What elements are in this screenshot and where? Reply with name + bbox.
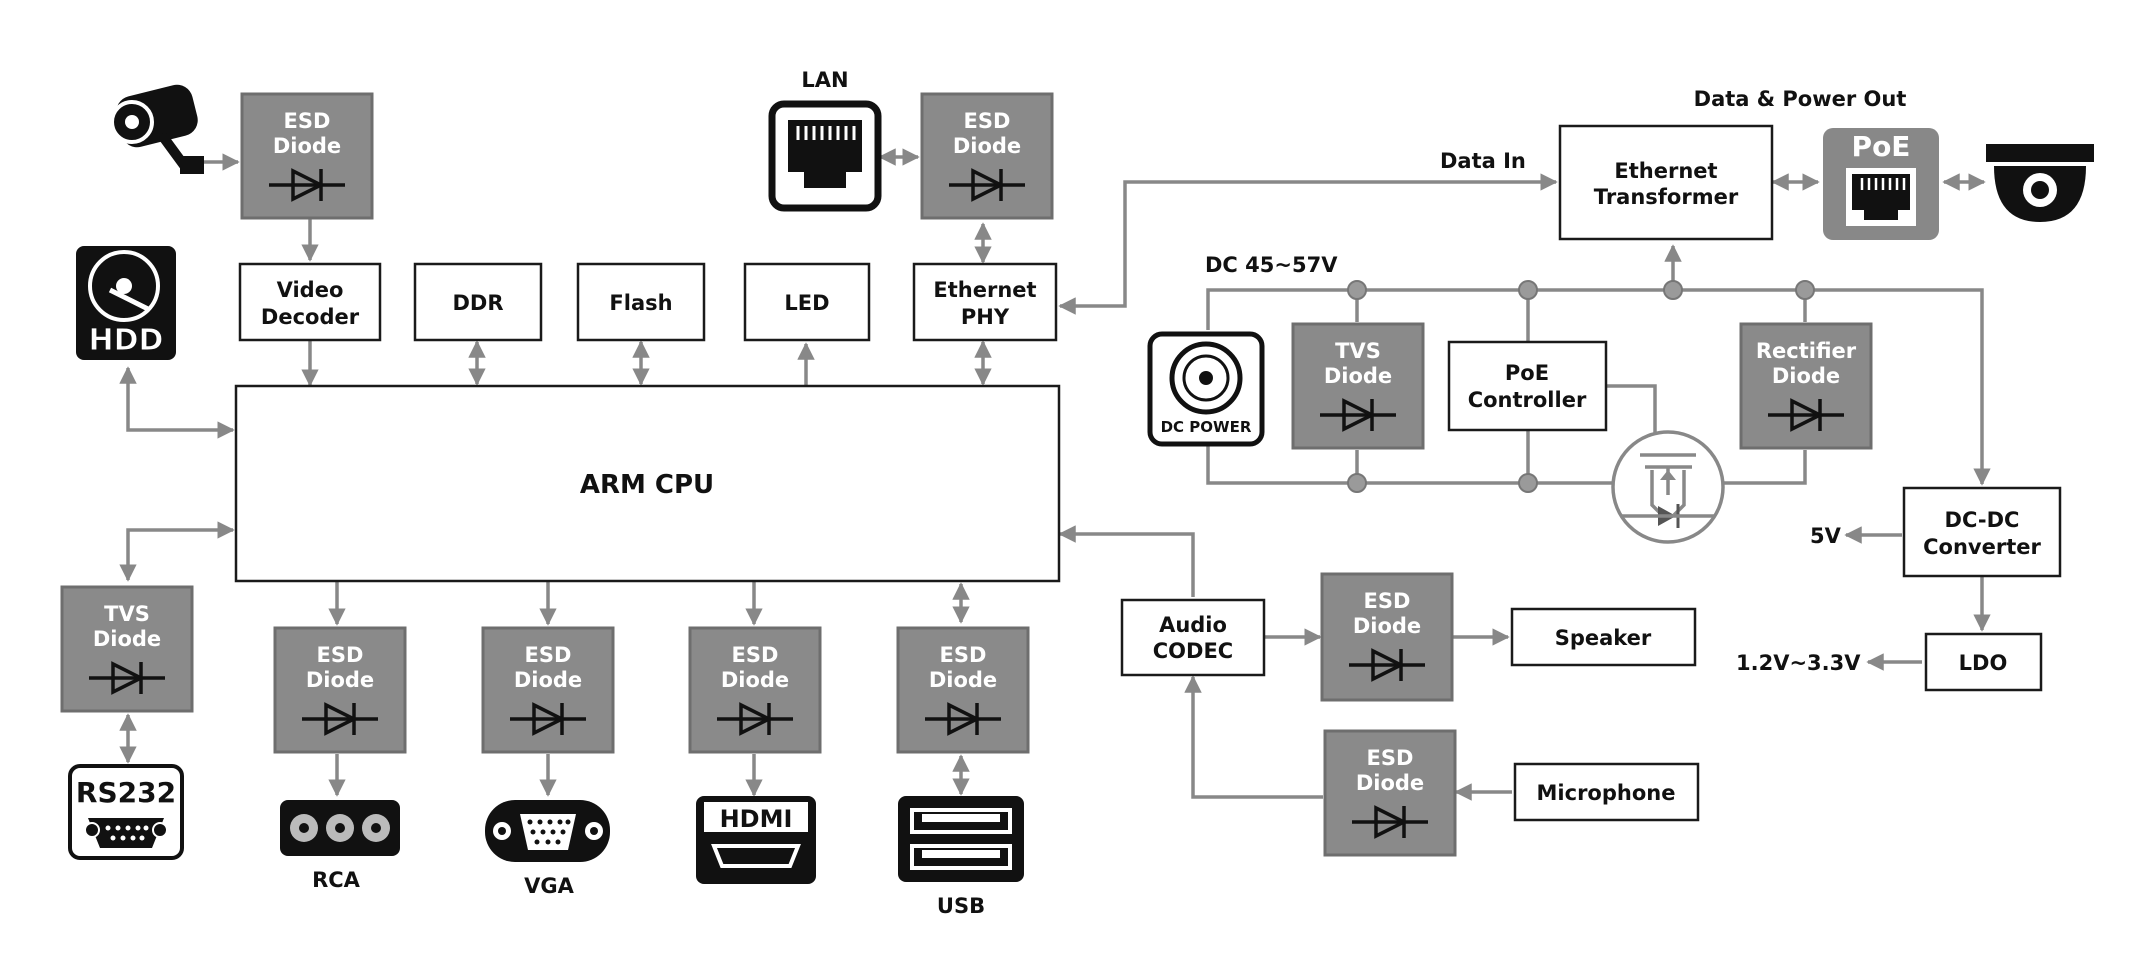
svg-text:Speaker: Speaker (1555, 626, 1652, 650)
svg-text:HDD: HDD (89, 323, 164, 358)
svg-text:ESD: ESD (1364, 589, 1411, 613)
dcdc-converter-block: DC-DC Converter (1902, 486, 2062, 578)
audio-codec-block: Audio CODEC (1120, 598, 1266, 677)
vga-label: VGA (524, 874, 574, 898)
arm-cpu-block: ARM CPU (234, 384, 1061, 583)
svg-text:Ethernet: Ethernet (1614, 159, 1717, 183)
poe-port-icon: PoE (1823, 128, 1939, 240)
esd-diode-hdmi: ESD Diode (688, 626, 822, 754)
svg-text:ESD: ESD (317, 643, 364, 667)
svg-text:Controller: Controller (1468, 388, 1587, 412)
microphone-block: Microphone (1513, 762, 1700, 822)
v5-label: 5V (1810, 524, 1842, 548)
svg-text:TVS: TVS (104, 602, 150, 626)
esd-diode-rca: ESD Diode (273, 626, 407, 754)
ethernet-transformer-block: Ethernet Transformer (1558, 124, 1774, 241)
svg-text:CODEC: CODEC (1153, 639, 1233, 663)
svg-text:Diode: Diode (953, 134, 1021, 158)
led-block: LED (743, 262, 871, 342)
ethernet-phy-block: Ethernet PHY (912, 262, 1058, 342)
rectifier-diode: Rectifier Diode (1739, 322, 1873, 450)
svg-text:Diode: Diode (93, 627, 161, 651)
wires (119, 148, 1991, 801)
svg-text:PoE: PoE (1505, 361, 1549, 385)
dome-camera-icon (1986, 144, 2094, 222)
svg-text:Transformer: Transformer (1594, 185, 1739, 209)
esd-diode-speaker: ESD Diode (1320, 572, 1454, 702)
svg-text:PHY: PHY (961, 305, 1010, 329)
svg-text:Microphone: Microphone (1537, 781, 1676, 805)
svg-text:Diode: Diode (1324, 364, 1392, 388)
svg-text:ESD: ESD (525, 643, 572, 667)
dc-power-icon: DC POWER (1147, 331, 1265, 447)
rca-label: RCA (312, 868, 361, 892)
svg-text:Diode: Diode (1356, 771, 1424, 795)
svg-text:Diode: Diode (1772, 364, 1840, 388)
usb-connector-icon (898, 796, 1024, 882)
svg-text:TVS: TVS (1335, 339, 1381, 363)
svg-text:Diode: Diode (929, 668, 997, 692)
ddr-block: DDR (413, 262, 543, 342)
svg-text:Video: Video (277, 278, 344, 302)
svg-text:Converter: Converter (1923, 535, 2041, 559)
svg-text:Ethernet: Ethernet (933, 278, 1036, 302)
svg-text:Diode: Diode (514, 668, 582, 692)
svg-text:Decoder: Decoder (261, 305, 360, 329)
lan-port-icon (768, 100, 882, 212)
mosfet-icon (1611, 430, 1725, 544)
svg-text:PoE: PoE (1852, 130, 1911, 163)
svg-text:DC-DC: DC-DC (1945, 508, 2020, 532)
cpu-label: ARM CPU (580, 470, 714, 500)
esd-diode-vga: ESD Diode (481, 626, 615, 754)
hdmi-connector-icon: HDMI (696, 796, 816, 884)
svg-text:Diode: Diode (306, 668, 374, 692)
speaker-block: Speaker (1510, 607, 1697, 667)
usb-label: USB (937, 894, 985, 918)
poe-controller-block: PoE Controller (1447, 340, 1608, 432)
svg-text:Flash: Flash (609, 291, 672, 315)
data-power-out-label: Data & Power Out (1694, 87, 1907, 111)
esd-diode-usb: ESD Diode (896, 626, 1030, 754)
svg-text:LDO: LDO (1959, 651, 2008, 675)
svg-text:Diode: Diode (273, 134, 341, 158)
lan-label: LAN (801, 68, 848, 92)
svg-text:DDR: DDR (452, 291, 503, 315)
junction-nodes (1347, 280, 1815, 493)
svg-text:RS232: RS232 (76, 776, 176, 809)
tvs-diode-rs232: TVS Diode (60, 585, 194, 713)
hdd-icon: HDD (76, 246, 176, 360)
svg-text:ESD: ESD (284, 109, 331, 133)
svg-text:DC POWER: DC POWER (1161, 418, 1252, 436)
esd-diode-lan: ESD Diode (920, 92, 1054, 220)
svg-text:Rectifier: Rectifier (1756, 339, 1857, 363)
svg-text:ESD: ESD (940, 643, 987, 667)
svg-text:ESD: ESD (1367, 746, 1414, 770)
flash-block: Flash (576, 262, 706, 342)
svg-text:Diode: Diode (721, 668, 789, 692)
svg-text:ESD: ESD (732, 643, 779, 667)
video-decoder-block: Video Decoder (238, 262, 382, 342)
dc-voltage-label: DC 45~57V (1205, 253, 1338, 277)
esd-diode-microphone: ESD Diode (1323, 729, 1457, 857)
ldo-voltage-label: 1.2V~3.3V (1736, 651, 1861, 675)
cctv-camera-icon (110, 84, 204, 174)
rs232-icon: RS232 (68, 764, 184, 860)
tvs-diode-power: TVS Diode (1291, 322, 1425, 450)
svg-text:Audio: Audio (1159, 613, 1227, 637)
svg-text:LED: LED (784, 291, 829, 315)
vga-connector-icon (485, 800, 610, 862)
data-in-label: Data In (1440, 149, 1526, 173)
ldo-block: LDO (1924, 632, 2043, 692)
svg-text:Diode: Diode (1353, 614, 1421, 638)
svg-text:ESD: ESD (964, 109, 1011, 133)
esd-diode-camera: ESD Diode (240, 92, 374, 220)
svg-text:HDMI: HDMI (720, 805, 793, 833)
rca-connector-icon (280, 800, 400, 856)
